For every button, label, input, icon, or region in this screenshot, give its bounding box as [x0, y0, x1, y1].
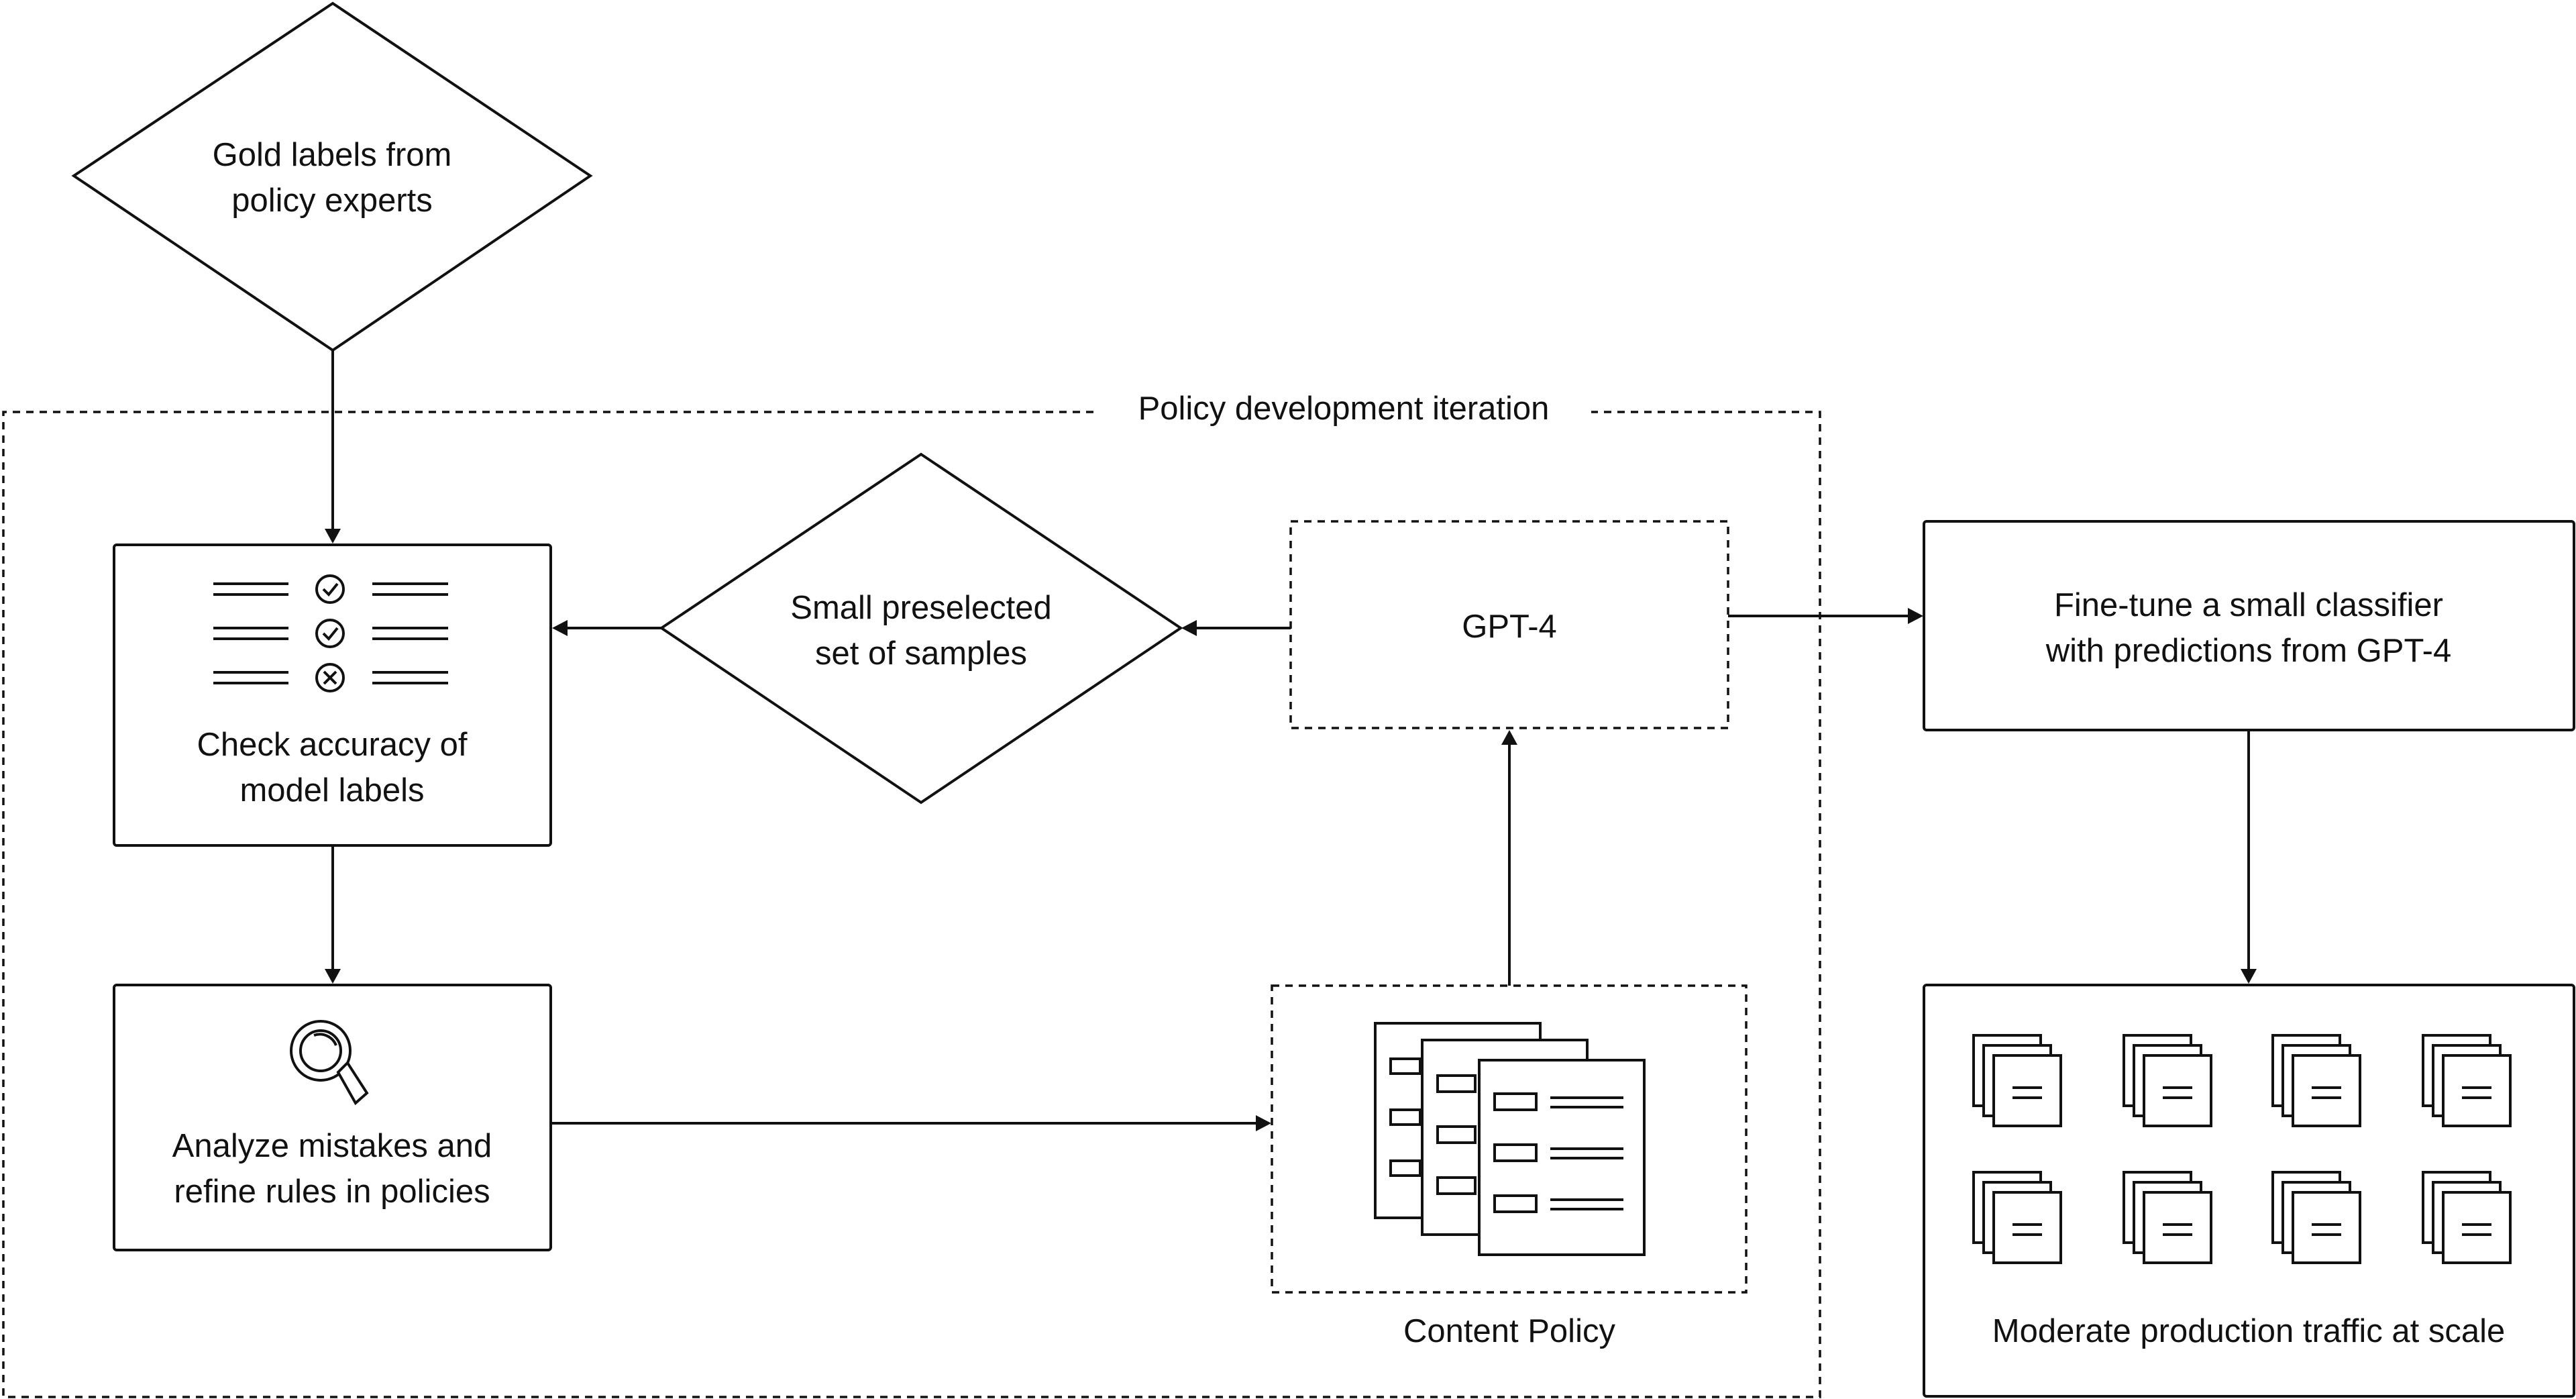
arrow-finetune-to-moderate [2241, 730, 2257, 984]
finetune-line2: with predictions from GPT-4 [2045, 633, 2452, 669]
analyze-mistakes-node: Analyze mistakes and refine rules in pol… [113, 984, 552, 1251]
finetune-node: Fine-tune a small classifier with predic… [1923, 520, 2575, 731]
check-accuracy-line1: Check accuracy of [197, 727, 467, 763]
moderate-label: Moderate production traffic at scale [1992, 1313, 2505, 1349]
region-label: Policy development iteration [1138, 391, 1550, 427]
check-accuracy-line2: model labels [239, 772, 424, 809]
arrow-policy-to-gpt4 [1501, 730, 1517, 986]
connectors [325, 350, 2257, 1131]
moderate-traffic-node: Moderate production traffic at scale [1923, 984, 2575, 1398]
checklist-icon [213, 574, 448, 692]
check-accuracy-node: Check accuracy of model labels [113, 543, 552, 847]
content-policy-label: Content Policy [1403, 1313, 1615, 1349]
arrow-analyze-to-policy [551, 1115, 1271, 1131]
arrow-gold-to-check [325, 350, 341, 543]
preselected-line2: set of samples [815, 635, 1027, 672]
analyze-line1: Analyze mistakes and [172, 1128, 492, 1164]
arrow-check-to-analyze [325, 845, 341, 984]
policy-documents-icon [1374, 1022, 1646, 1256]
preselected-samples-node: Small preselected set of samples [659, 452, 1183, 805]
preselected-line1: Small preselected [790, 590, 1051, 626]
analyze-line2: refine rules in policies [174, 1174, 490, 1210]
gpt4-label: GPT-4 [1462, 609, 1557, 645]
arrow-gpt4-to-preselected [1181, 620, 1291, 636]
arrow-gpt4-to-finetune [1728, 608, 1923, 624]
magnifier-icon [290, 1020, 369, 1106]
gpt4-node: GPT-4 [1289, 520, 1729, 729]
policy-iteration-region: Policy development iteration [2, 391, 1821, 1398]
gold-labels-node: Gold labels from policy experts [71, 1, 593, 352]
gold-labels-line2: policy experts [231, 183, 433, 219]
content-policy-node: Content Policy [1271, 984, 1748, 1349]
gold-labels-line1: Gold labels from [213, 137, 452, 173]
arrow-preselected-to-check [552, 620, 661, 636]
finetune-line1: Fine-tune a small classifier [2054, 587, 2443, 623]
